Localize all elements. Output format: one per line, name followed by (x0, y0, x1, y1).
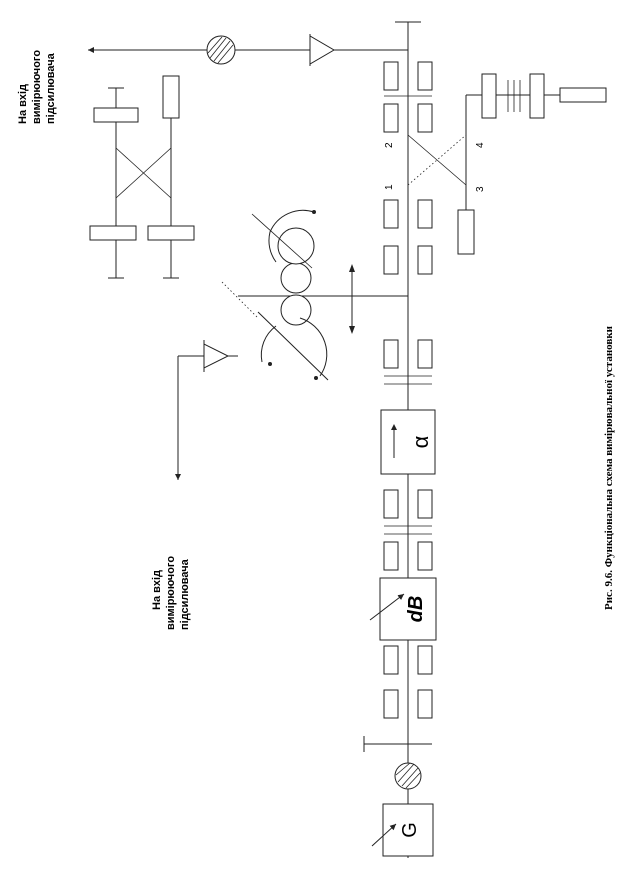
middle-detector-branch (175, 340, 238, 480)
directional-coupler-branch: 2 1 3 4 (384, 73, 607, 255)
svg-text:підсилювача: підсилювача (179, 558, 191, 630)
svg-text:вимірюючого: вимірюючого (165, 556, 177, 630)
svg-text:α: α (408, 435, 433, 448)
generator-block: G (371, 803, 434, 857)
svg-text:G: G (399, 822, 421, 838)
phase-shifter-block: α (380, 409, 436, 475)
matched-load-top (206, 35, 236, 65)
matched-load-bottom (394, 762, 422, 790)
svg-text:dB: dB (405, 596, 427, 623)
detector-diode-top (309, 34, 335, 66)
attenuator-block: dB (369, 577, 437, 641)
svg-text:2: 2 (384, 142, 395, 148)
top-detector-branch (88, 34, 408, 66)
svg-text:На вхід: На вхід (17, 84, 29, 124)
rotating-probe-assembly (221, 209, 408, 381)
auxiliary-coupler-sketch (89, 75, 195, 279)
svg-text:3: 3 (475, 186, 486, 192)
svg-text:1: 1 (384, 184, 395, 190)
svg-text:4: 4 (475, 142, 486, 148)
svg-text:На вхід: На вхід (151, 570, 163, 610)
figure-caption: Рис. 9.6. Функціональна схема вимірюваль… (603, 325, 615, 610)
waveguide-flanges (383, 61, 433, 719)
svg-text:вимірюючого: вимірюючого (31, 50, 43, 124)
top-amplifier-label: На вхід вимірюючого підсилювача (17, 50, 57, 124)
svg-text:підсилювача: підсилювача (45, 52, 57, 124)
middle-amplifier-label: На вхід вимірюючого підсилювача (151, 556, 191, 630)
bottom-terminator (363, 736, 432, 752)
